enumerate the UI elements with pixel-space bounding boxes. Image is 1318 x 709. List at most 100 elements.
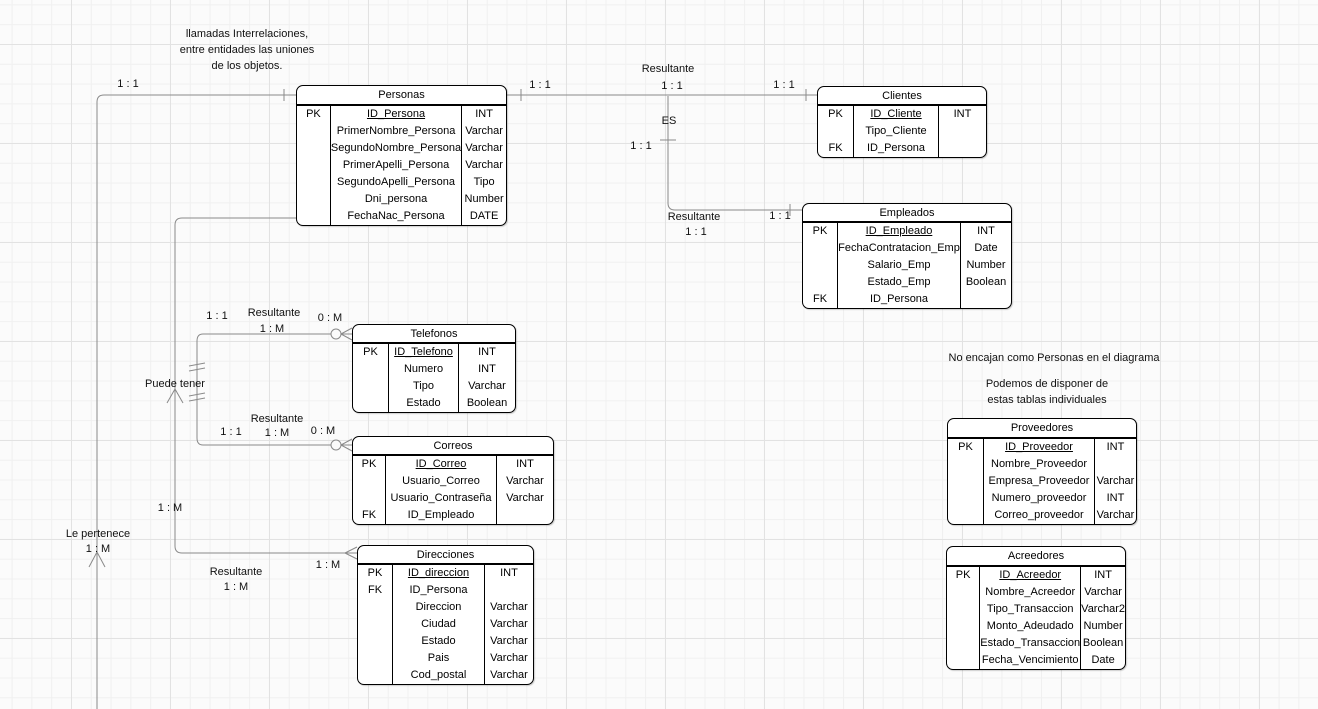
type-cell: Number [464, 193, 504, 205]
connector-label: 1 : M [157, 502, 183, 514]
type-cell: Varchar [1084, 586, 1122, 598]
type-cell: Number [1083, 620, 1123, 632]
field-name-cell: ID_Empleado [407, 509, 475, 521]
key-cell [947, 652, 979, 669]
table-title: Correos [353, 437, 553, 456]
connector-label: Resultante [247, 307, 301, 319]
key-cell [947, 601, 979, 618]
key-cell [353, 361, 388, 378]
type-cell [1095, 456, 1136, 473]
key-cell: FK [367, 584, 383, 596]
key-cell: PK [958, 441, 973, 453]
key-cell [803, 274, 837, 291]
key-cell [353, 473, 385, 490]
relationship-telefonos-correos[interactable] [196, 333, 331, 446]
type-cell: Date [974, 242, 998, 254]
key-cell [297, 208, 330, 225]
type-cell: Varchar [490, 618, 528, 630]
field-name-cell: Empresa_Proveedor [988, 475, 1090, 487]
connector-label: 1 : M [85, 543, 111, 555]
connector-label: 0 : M [310, 425, 336, 437]
type-cell: Number [966, 259, 1006, 271]
field-name-cell: PrimerNombre_Persona [336, 125, 456, 137]
field-name-cell: Numero [403, 363, 444, 375]
type-cell: INT [1094, 569, 1112, 581]
type-cell [939, 140, 986, 157]
field-name-cell: Ciudad [421, 618, 456, 630]
column-key: PK [297, 106, 331, 225]
type-cell [939, 123, 986, 140]
connector-label: Le pertenece [65, 528, 131, 540]
relationship-es-empleados[interactable] [667, 96, 802, 211]
field-name-cell: Tipo [413, 380, 434, 392]
field-name-cell: Cod_postal [410, 669, 467, 681]
table-title: Direcciones [358, 546, 533, 565]
type-cell: Date [1091, 654, 1115, 666]
connector-label: Resultante [641, 63, 695, 75]
field-name-cell: ID_Telefono [394, 346, 453, 358]
double-tick [188, 362, 206, 402]
connector-label: 1 : 1 [630, 140, 652, 152]
column-type: INT [939, 106, 986, 157]
field-name-cell: Estado_Emp [867, 276, 931, 288]
type-cell: Varchar [490, 635, 528, 647]
type-cell: INT [478, 346, 496, 358]
type-cell: Varchar [465, 142, 503, 154]
note-no-encajan: No encajan como Personas en el diagrama [948, 352, 1160, 364]
key-cell [947, 584, 979, 601]
type-cell: Varchar [490, 601, 528, 613]
field-name-cell: SegundoApelli_Persona [337, 176, 456, 188]
field-name-cell: ID_Persona [869, 293, 929, 305]
key-cell [353, 490, 385, 507]
key-cell: PK [812, 225, 828, 237]
table-title: Clientes [818, 87, 986, 106]
connector-label: 1 : 1 [206, 310, 228, 322]
crow-foot [166, 388, 358, 560]
key-cell [803, 257, 837, 274]
key-cell: PK [363, 346, 378, 358]
field-name-cell: Estado [406, 397, 441, 409]
relationship-personas-direcciones[interactable] [174, 217, 357, 554]
field-name-cell: Salario_Emp [867, 259, 931, 271]
relationship-personas-le-pertenece[interactable] [96, 94, 296, 709]
connector-label: 1 : M [264, 427, 290, 439]
field-name-cell: ID_Correo [415, 458, 467, 470]
field-name-cell: ID_direccion [407, 567, 470, 579]
connector-label: 1 : M [315, 559, 341, 571]
field-name-cell: Nombre_Proveedor [991, 458, 1087, 470]
connector-label: 1 : 1 [117, 78, 139, 90]
connector-label: Resultante [250, 413, 304, 425]
connector-label: ES [661, 115, 677, 127]
key-cell [297, 191, 330, 208]
type-cell: INT [1106, 492, 1125, 504]
type-cell: Varchar [465, 125, 503, 137]
connector-label: 1 : 1 [661, 80, 683, 92]
type-cell: DATE [469, 210, 499, 222]
connector-label: 1 : 1 [685, 226, 707, 238]
connector-label: 1 : 1 [773, 79, 795, 91]
type-cell [485, 582, 533, 599]
field-name-cell: ID_Empleado [865, 225, 933, 237]
field-name-cell: Pais [427, 652, 450, 664]
